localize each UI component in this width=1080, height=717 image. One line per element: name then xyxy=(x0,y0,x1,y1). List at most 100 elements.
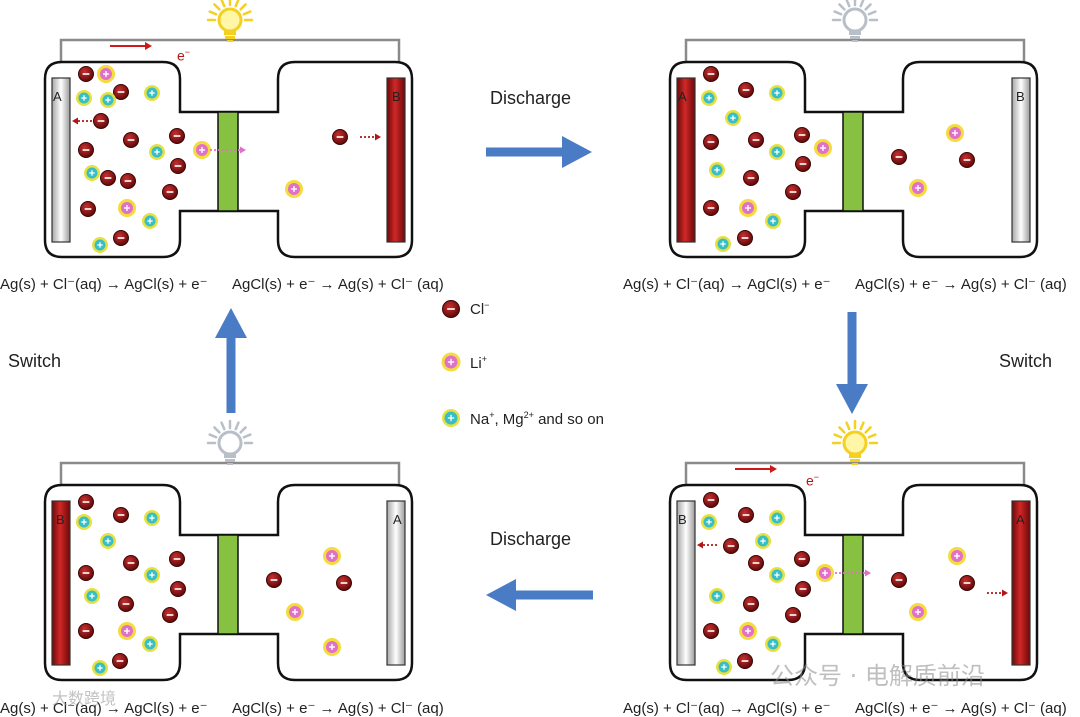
lithium-ion xyxy=(193,141,211,159)
discharge-label-bottom: Discharge xyxy=(490,529,572,549)
chloride-ion xyxy=(78,66,94,82)
electron-label-bottom: e− xyxy=(806,472,820,489)
chloride-ion xyxy=(795,581,811,597)
sodium-ion xyxy=(709,588,725,604)
chloride-ion xyxy=(162,184,178,200)
chloride-ion xyxy=(78,142,94,158)
lightbulb-off-icon xyxy=(206,419,254,465)
chloride-ion xyxy=(891,149,907,165)
sodium-ion xyxy=(715,236,731,252)
lithium-ion xyxy=(946,124,964,142)
lightbulb-on-icon xyxy=(831,419,879,465)
sodium-ion xyxy=(100,533,116,549)
chloride-ion xyxy=(703,492,719,508)
agcl-electrode xyxy=(386,77,406,243)
ag-electrode xyxy=(676,500,696,666)
chloride-ion xyxy=(123,555,139,571)
legend-chloride-label: Cl− xyxy=(470,300,490,318)
sodium-ion xyxy=(84,588,100,604)
sodium-ion xyxy=(701,90,717,106)
sodium-ion xyxy=(144,567,160,583)
equation-oxidation-tl: Ag(s) + Cl⁻(aq) → AgCl(s) + e⁻ xyxy=(0,276,208,293)
flow-arrow xyxy=(486,579,593,611)
electrode-label-bl-left: B xyxy=(56,512,65,527)
ion-exchange-membrane xyxy=(842,111,864,212)
chloride-ion xyxy=(737,653,753,669)
sodium-ion xyxy=(76,514,92,530)
sodium-ion xyxy=(142,636,158,652)
ag-electrode xyxy=(51,77,71,243)
chloride-ion xyxy=(703,66,719,82)
chloride-ion xyxy=(170,581,186,597)
chloride-ion xyxy=(743,596,759,612)
flow-arrow xyxy=(486,136,592,168)
sodium-ion xyxy=(144,510,160,526)
lithium-ion xyxy=(909,603,927,621)
legend xyxy=(441,300,461,427)
battery-cell xyxy=(43,419,414,682)
lithium-ion xyxy=(286,603,304,621)
sodium-ion xyxy=(709,162,725,178)
sodium-ion xyxy=(769,510,785,526)
sodium-ion xyxy=(765,213,781,229)
sodium-ion xyxy=(100,92,116,108)
chloride-ion xyxy=(170,158,186,174)
chloride-ion xyxy=(795,156,811,172)
lithium-ion xyxy=(323,547,341,565)
chloride-ion xyxy=(738,507,754,523)
sodium-ion xyxy=(92,237,108,253)
chloride-ion xyxy=(959,575,975,591)
lithium-ion xyxy=(441,352,461,372)
sodium-ion xyxy=(92,660,108,676)
chloride-ion xyxy=(162,607,178,623)
chloride-ion xyxy=(78,494,94,510)
electrode-label-tl-left: A xyxy=(53,89,62,104)
chloride-ion xyxy=(113,84,129,100)
chloride-ion xyxy=(737,230,753,246)
electrode-label-tl-right: B xyxy=(392,89,401,104)
equation-oxidation-bl: Ag(s) + Cl⁻(aq) → AgCl(s) + e⁻ xyxy=(0,700,208,717)
chloride-ion xyxy=(743,170,759,186)
chloride-ion xyxy=(120,173,136,189)
ion-exchange-membrane xyxy=(217,111,239,212)
chloride-ion xyxy=(78,565,94,581)
legend-sodium-label: Na+, Mg2+ and so on xyxy=(470,410,604,428)
flow-arrow xyxy=(836,312,868,414)
chloride-ion xyxy=(703,623,719,639)
lithium-ion xyxy=(739,199,757,217)
lithium-ion xyxy=(739,622,757,640)
sodium-ion xyxy=(84,165,100,181)
ag-electrode xyxy=(386,500,406,666)
chloride-ion xyxy=(80,201,96,217)
sodium-ion xyxy=(769,567,785,583)
chloride-ion xyxy=(959,152,975,168)
lithium-ion xyxy=(285,180,303,198)
chloride-ion xyxy=(266,572,282,588)
equation-reduction-bl: AgCl(s) + e⁻ → Ag(s) + Cl⁻ (aq) xyxy=(232,700,444,717)
chloride-ion xyxy=(113,230,129,246)
agcl-electrode xyxy=(1011,500,1031,666)
chloride-ion xyxy=(169,551,185,567)
chloride-ion xyxy=(113,507,129,523)
sodium-ion xyxy=(144,85,160,101)
sodium-ion xyxy=(725,110,741,126)
chloride-ion xyxy=(442,300,460,318)
chloride-ion xyxy=(748,555,764,571)
lithium-ion xyxy=(948,547,966,565)
chloride-ion xyxy=(748,132,764,148)
ion-layer xyxy=(697,492,1008,675)
legend-lithium-label: Li+ xyxy=(470,354,487,372)
sodium-ion xyxy=(76,90,92,106)
chloride-ion xyxy=(738,82,754,98)
equation-reduction-br: AgCl(s) + e⁻ → Ag(s) + Cl⁻ (aq) xyxy=(855,700,1067,717)
sodium-ion xyxy=(149,144,165,160)
chloride-ion xyxy=(169,128,185,144)
battery-cell xyxy=(43,0,414,259)
corner-watermark: 大数跨境 xyxy=(52,689,117,708)
chloride-ion xyxy=(332,129,348,145)
sodium-ion xyxy=(769,144,785,160)
chloride-ion xyxy=(785,184,801,200)
agcl-electrode xyxy=(676,77,696,243)
sodium-ion xyxy=(769,85,785,101)
sodium-ion xyxy=(755,533,771,549)
